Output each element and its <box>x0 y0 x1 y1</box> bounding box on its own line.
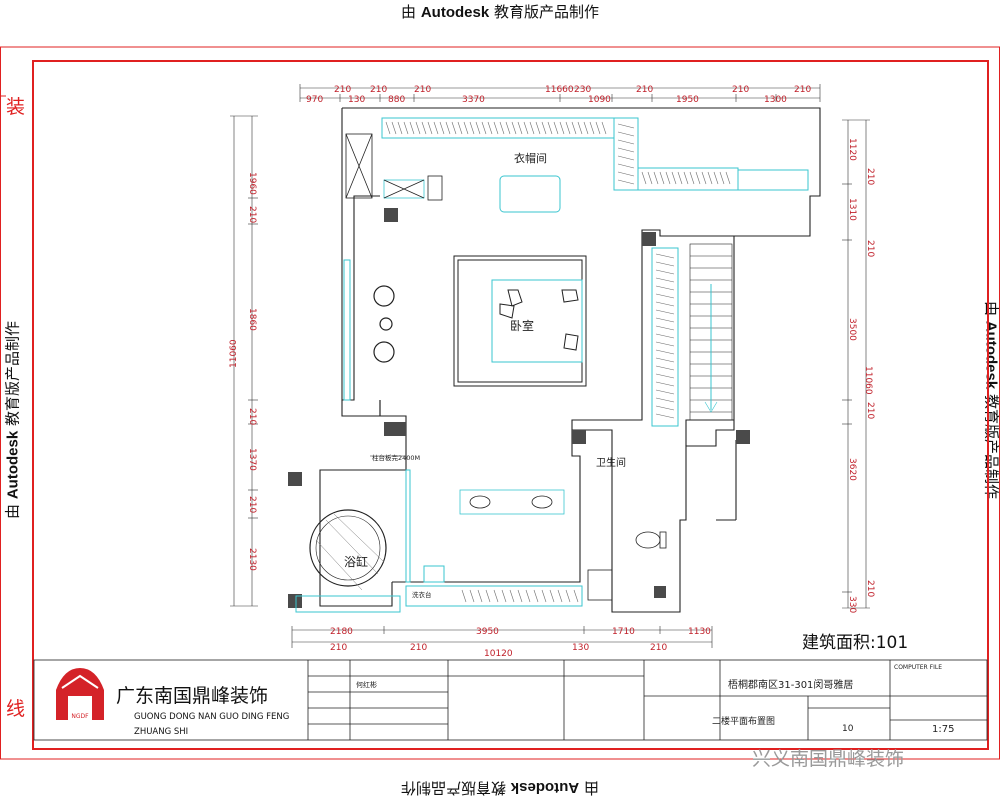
dim-right-total: 11060 <box>863 366 873 395</box>
inner-frame-border <box>32 60 989 750</box>
bed <box>453 255 587 387</box>
room-label-bathroom: 卫生间 <box>596 456 626 469</box>
dim-top-11: 210 <box>732 85 749 95</box>
dim-right-5: 210 <box>865 402 875 419</box>
room-label-closet: 衣帽间 <box>514 151 547 165</box>
binding-mark-top: 装 <box>6 96 26 118</box>
bottom-dimension-lines <box>291 626 713 648</box>
right-dimension-lines <box>842 119 870 609</box>
dim-bottom2-3: 210 <box>650 643 667 653</box>
dim-right-8: 330 <box>847 596 857 613</box>
wardrobes <box>295 117 809 613</box>
sitting-area <box>373 285 395 363</box>
dim-bottom2-0: 210 <box>330 643 347 653</box>
left-dimension-lines <box>230 115 258 607</box>
binding-mark-bottom: 线 <box>6 698 26 720</box>
dim-left-total: 11060 <box>229 339 239 368</box>
dim-top-1: 210 <box>334 85 351 95</box>
dim-right-3: 210 <box>865 240 875 257</box>
dim-left-5: 210 <box>247 496 257 513</box>
project-value: 梧桐郡南区31-301闵哥雅居 <box>728 680 854 691</box>
dim-left-2: 1860 <box>247 308 257 331</box>
dim-bottom-0: 2180 <box>330 627 353 637</box>
hanger-ticks <box>385 121 731 603</box>
structural-columns <box>288 208 750 608</box>
staircase <box>689 243 733 421</box>
room-label-laundry: 洗衣台 <box>412 590 432 599</box>
company-logo: NGDF <box>52 668 106 720</box>
dim-right-2: 1310 <box>847 198 857 221</box>
logo-text: NGDF <box>71 713 89 720</box>
dim-bottom-total: 10120 <box>484 649 513 659</box>
dim-bottom-1: 3950 <box>476 627 499 637</box>
bathtub <box>309 509 387 591</box>
dim-left-3: 210 <box>247 408 257 425</box>
room-label-bathtub: 浴缸 <box>344 554 368 569</box>
dim-bottom2-1: 210 <box>410 643 427 653</box>
wechat-caption: 兴义南国鼎峰装饰 <box>752 748 905 770</box>
bathroom-fixtures <box>459 489 667 601</box>
dim-bottom-2: 1710 <box>612 627 635 637</box>
dim-top-3: 210 <box>370 85 387 95</box>
top-dimension-lines <box>299 84 821 102</box>
watermark-top: 由 Autodesk 教育版产品制作 <box>401 3 599 21</box>
dim-top-4: 880 <box>388 95 405 105</box>
room-label-bedroom: 卧室 <box>510 318 534 333</box>
dim-left-6: 2130 <box>247 548 257 571</box>
dim-left-0: 1960 <box>247 172 257 195</box>
dim-top-8: 1090 <box>588 95 611 105</box>
dim-top-7: 230 <box>574 85 591 95</box>
dim-top-12: 1300 <box>764 95 787 105</box>
scale-value: 1:75 <box>932 724 955 735</box>
dim-top-9: 210 <box>636 85 653 95</box>
dim-top-5: 210 <box>414 85 431 95</box>
dim-right-4: 3500 <box>847 318 857 341</box>
dim-top-0: 970 <box>306 95 323 105</box>
dim-top-6: 3370 <box>462 95 485 105</box>
dim-left-1: 210 <box>247 206 257 223</box>
dim-left-4: 1370 <box>247 448 257 471</box>
title-block <box>33 659 988 741</box>
drawing-title: 二楼平面布置图 <box>712 717 776 727</box>
dim-top-13: 210 <box>794 85 811 95</box>
dim-right-0: 1120 <box>847 138 857 161</box>
dim-top-10: 1950 <box>676 95 699 105</box>
building-area-label: 建筑面积:101 <box>802 633 909 653</box>
dim-top-total: 11660 <box>545 85 574 95</box>
dim-bottom2-2: 130 <box>572 643 589 653</box>
dim-bottom-3: 1130 <box>688 627 711 637</box>
dim-top-2: 130 <box>348 95 365 105</box>
top-left-cabinet <box>345 133 443 201</box>
sink-note: 柱台板完2400M <box>372 453 420 462</box>
page-number: 10 <box>842 724 854 734</box>
dim-right-7: 210 <box>865 580 875 597</box>
designer-name: 何红彬 <box>356 681 377 689</box>
dim-right-6: 3620 <box>847 458 857 481</box>
company-name-en: GUONG DONG NAN GUO DING FENG ZHUANG SHI <box>134 712 290 737</box>
dim-right-1: 210 <box>865 168 875 185</box>
computer-file-label: COMPUTER FILE <box>894 664 942 671</box>
walls <box>319 107 821 613</box>
company-name-cn: 广东南国鼎峰装饰 <box>116 685 269 707</box>
